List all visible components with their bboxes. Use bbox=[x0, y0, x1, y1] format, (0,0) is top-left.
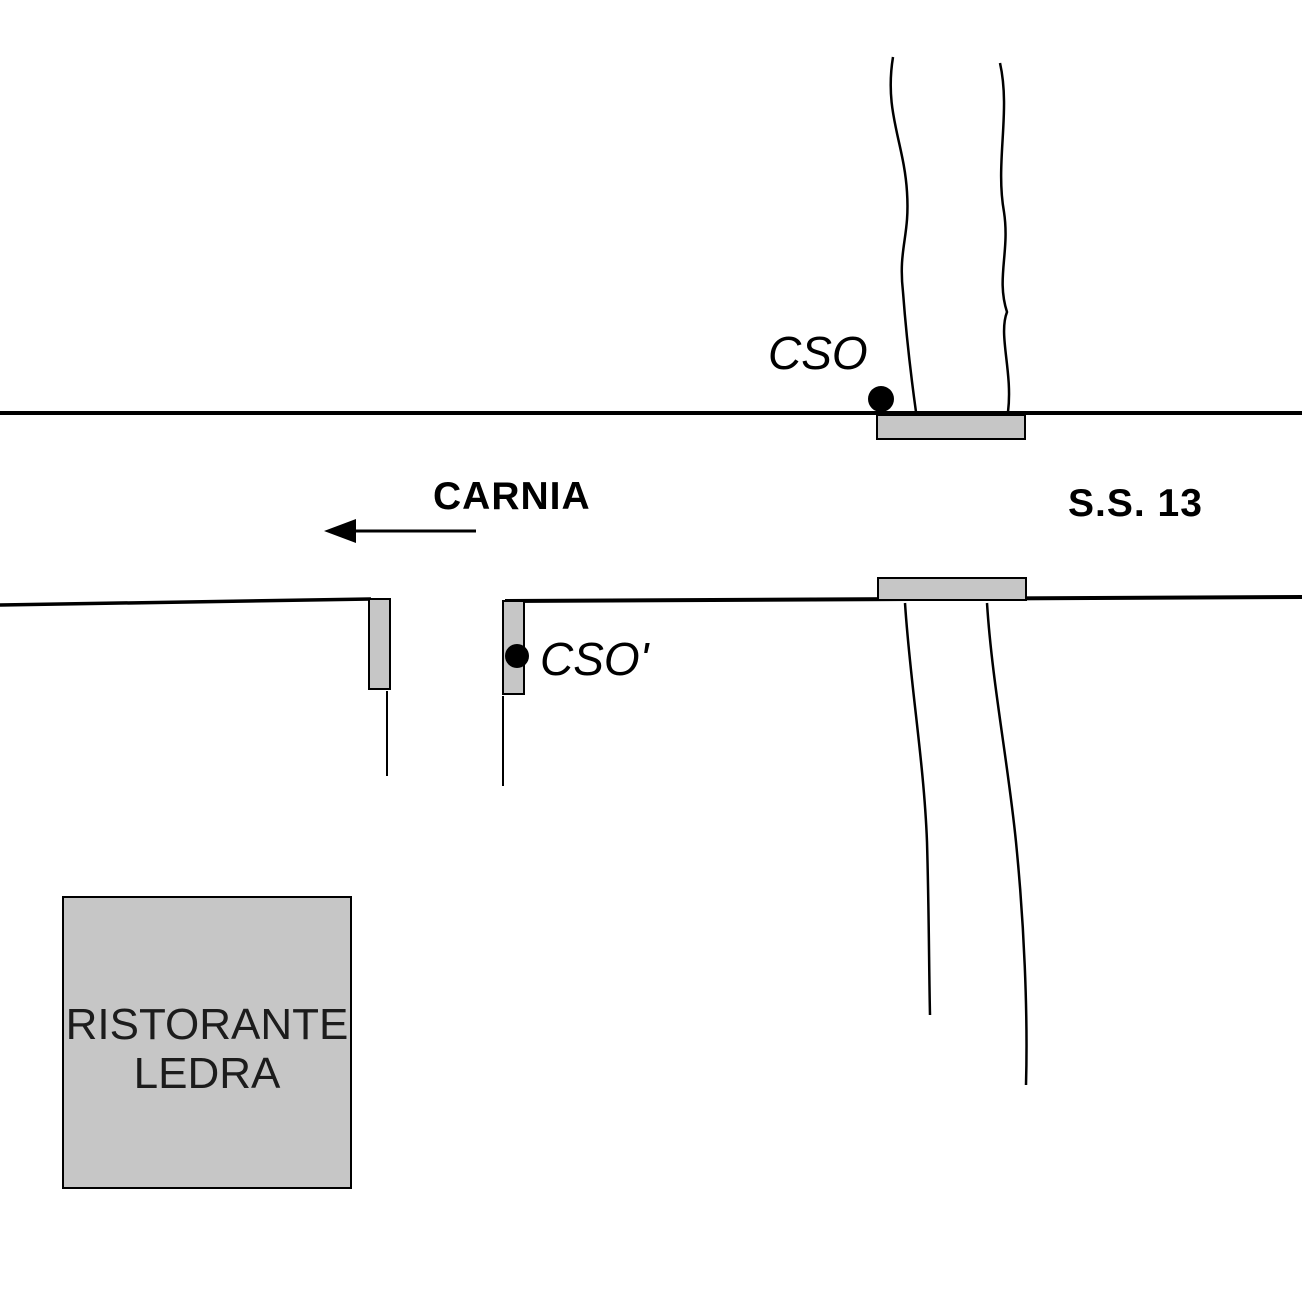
point-cso-marker bbox=[868, 386, 894, 412]
river-lower-left-bank bbox=[903, 602, 932, 1016]
guardrail-lower bbox=[877, 577, 1027, 601]
river-upper-right-bank bbox=[998, 62, 1011, 413]
road-bottom-edge-left bbox=[0, 597, 372, 607]
side-road-left-curb bbox=[368, 598, 391, 690]
river-upper-left-bank bbox=[889, 56, 918, 413]
building-label-line1: RISTORANTE bbox=[65, 1000, 349, 1050]
building-label-line2: LEDRA bbox=[133, 1048, 281, 1098]
direction-label: CARNIA bbox=[433, 475, 591, 518]
guardrail-upper bbox=[876, 414, 1026, 440]
building-ristorante-ledra: RISTORANTE LEDRA bbox=[62, 896, 352, 1189]
river-lower-right-bank bbox=[985, 602, 1028, 1086]
direction-arrow-head bbox=[324, 519, 356, 543]
point-cso-label: CSO bbox=[768, 327, 868, 379]
road-name-label: S.S. 13 bbox=[1068, 482, 1203, 525]
point-cso-prime-marker bbox=[505, 644, 529, 668]
point-cso-prime-label: CSO' bbox=[540, 633, 649, 685]
